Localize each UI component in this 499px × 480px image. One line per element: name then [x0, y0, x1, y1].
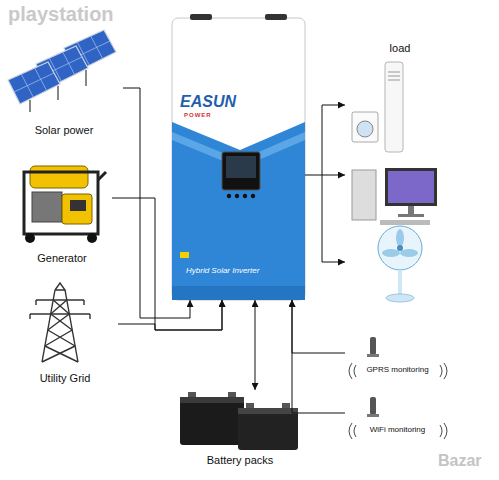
node-label: load	[390, 42, 411, 55]
power-connector	[112, 198, 222, 330]
power-connector	[292, 300, 345, 413]
power-connector	[292, 300, 345, 353]
node-label: Battery packs	[207, 454, 274, 467]
gprs-module: GPRS monitoring	[345, 334, 450, 378]
battery-bank: Battery packs	[175, 390, 305, 470]
pylon-icon	[30, 283, 90, 362]
power-connector	[118, 300, 222, 330]
generator-icon	[24, 166, 106, 243]
solar-source: Solar power	[5, 26, 123, 140]
node-label: Generator	[37, 252, 87, 265]
power-connector	[305, 175, 345, 176]
antenna-icons	[349, 337, 447, 439]
node-label: GPRS monitoring	[366, 365, 428, 375]
appliances	[352, 62, 437, 302]
watermark: playstation	[8, 3, 114, 26]
device-caption: Hybrid Solar Inverter	[186, 266, 259, 276]
watermark: Bazar	[438, 452, 482, 470]
power-connector	[255, 300, 256, 390]
load-group: load	[345, 40, 455, 310]
node-label: Solar power	[35, 124, 94, 137]
battery-icons	[180, 392, 298, 450]
wifi-module: WiFi monitoring	[345, 394, 450, 438]
inverter-unit: EASUNPOWER Hybrid Solar Inverter	[172, 18, 305, 300]
power-connector	[123, 88, 190, 318]
node-label: Utility Grid	[40, 372, 91, 385]
inverter-body	[172, 14, 305, 300]
node-label: WiFi monitoring	[370, 425, 426, 435]
grid-source: Utility Grid	[12, 284, 118, 388]
brand-logo: POWER	[184, 112, 212, 119]
solar-panels	[8, 30, 116, 112]
generator-source: Generator	[12, 156, 112, 268]
brand-logo: EASUN	[180, 92, 236, 111]
load-bus	[322, 105, 345, 262]
